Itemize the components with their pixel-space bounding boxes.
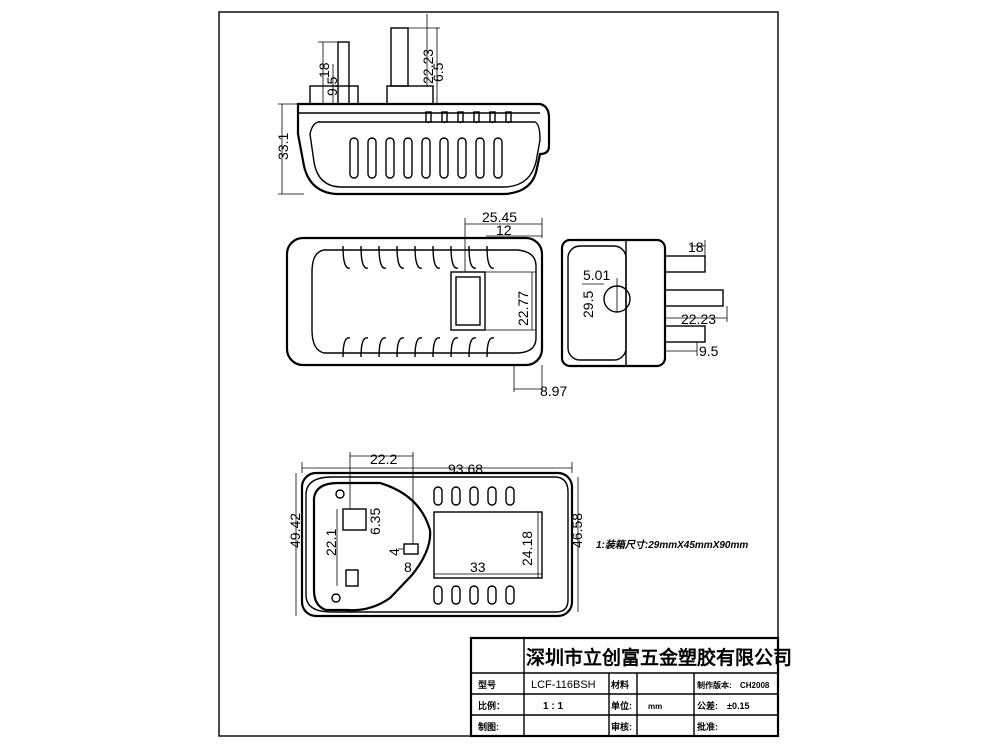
dim-33-1: 33.1 xyxy=(275,133,291,160)
end-view: 18 5.01 29.5 22.23 9.5 xyxy=(560,238,728,368)
top-view: 25.45 12 22.77 8.97 xyxy=(285,209,567,399)
dim-9-5: 9.5 xyxy=(324,76,340,96)
label-model: 型号 xyxy=(478,679,496,690)
dim-22-2: 22.2 xyxy=(370,451,397,467)
dim-6-5: 6.5 xyxy=(430,62,446,82)
dim-5-01: 5.01 xyxy=(583,267,610,283)
label-material: 材料 xyxy=(610,679,629,690)
dim-49-42: 49.42 xyxy=(287,513,303,548)
dim-18: 18 xyxy=(316,62,332,78)
dim-46-58: 46.58 xyxy=(569,513,585,548)
dim-29-5: 29.5 xyxy=(580,291,596,318)
label-approved-by: 批准: xyxy=(697,721,718,732)
label-version: 制作版本: xyxy=(697,680,732,690)
dim-33: 33 xyxy=(470,559,486,575)
value-model: LCF-116BSH xyxy=(531,679,596,691)
title-block: 深圳市立创富五金塑胶有限公司 型号 LCF-116BSH 材料 制作版本: CH… xyxy=(469,636,792,738)
value-tolerance: ±0.15 xyxy=(727,701,749,711)
label-checked-by: 审核: xyxy=(611,721,632,732)
dim-22-23: 22.23 xyxy=(420,49,436,84)
drawing-frame xyxy=(218,11,779,737)
side-view: 18 9.5 22.23 6.5 33.1 xyxy=(275,14,551,196)
label-unit: 单位: xyxy=(611,700,632,711)
dim-18-end: 18 xyxy=(688,239,704,255)
dim-22-23-end: 22.23 xyxy=(681,311,716,327)
value-unit: mm xyxy=(648,702,662,711)
value-scale: 1 : 1 xyxy=(543,701,563,712)
dim-8-97: 8.97 xyxy=(540,383,567,399)
packing-size-note: 1:装箱尺寸:29mmX45mmX90mm xyxy=(596,539,748,551)
dim-25-45: 25.45 xyxy=(482,209,517,225)
dim-4: 4 xyxy=(386,548,402,556)
dim-8: 8 xyxy=(404,559,412,575)
label-drawn-by: 制图: xyxy=(478,721,499,732)
value-version: CH2008 xyxy=(740,681,770,690)
dim-22-77: 22.77 xyxy=(515,291,531,326)
label-tolerance: 公差: xyxy=(697,700,718,711)
dim-93-68: 93.68 xyxy=(448,461,483,477)
label-scale: 比例： xyxy=(478,700,505,711)
dim-24-18: 24.18 xyxy=(519,531,535,566)
front-view: 22.2 93.68 49.42 46.58 24.18 33 22.1 6.3… xyxy=(287,451,585,618)
company-name: 深圳市立创富五金塑胶有限公司 xyxy=(526,646,792,669)
dim-6-35: 6.35 xyxy=(367,508,383,535)
dim-9-5-end: 9.5 xyxy=(699,343,719,359)
dim-12: 12 xyxy=(496,222,512,238)
dim-22-1: 22.1 xyxy=(323,529,339,556)
